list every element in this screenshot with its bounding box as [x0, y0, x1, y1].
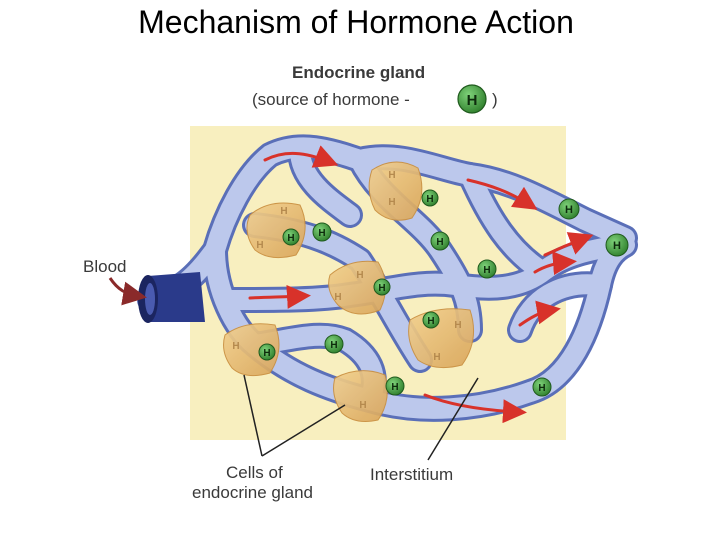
flow-arrow: [248, 284, 311, 309]
hormone-icon: H: [282, 228, 300, 246]
svg-text:H: H: [287, 233, 294, 244]
hormone-mark: H: [388, 197, 395, 208]
hormone-mark: H: [454, 320, 461, 331]
hormone-icon: H: [532, 377, 552, 397]
gland-cell: [333, 370, 388, 422]
svg-text:H: H: [565, 204, 573, 216]
interstitium-label: Interstitium: [370, 465, 453, 484]
svg-text:H: H: [436, 237, 443, 248]
leader-lines: [243, 374, 479, 461]
svg-text:H: H: [538, 383, 545, 394]
hormone-icon: H: [421, 189, 439, 207]
cells-label-line2: endocrine gland: [192, 483, 313, 502]
hormone-icon: H: [385, 376, 405, 396]
hormone-mark: H: [256, 240, 263, 251]
artery-inlet: [138, 272, 205, 323]
svg-text:H: H: [330, 340, 337, 351]
gland-label: Endocrine gland: [292, 63, 425, 82]
svg-text:H: H: [613, 240, 621, 252]
gland-cell: [408, 308, 475, 369]
flow-arrow: [466, 178, 538, 210]
svg-text:H: H: [467, 92, 478, 109]
flow-arrow: [533, 251, 577, 276]
slide-title: Mechanism of Hormone Action: [138, 4, 574, 40]
hormone-mark: H: [232, 341, 239, 352]
hormone-mark: H: [356, 270, 363, 281]
hormone-icon: H: [258, 343, 276, 361]
flow-arrow: [423, 393, 527, 424]
svg-text:H: H: [391, 382, 398, 393]
flow-arrow: [518, 300, 561, 327]
svg-text:H: H: [426, 194, 433, 205]
gland-cell: [328, 260, 386, 315]
hormone-mark: H: [334, 292, 341, 303]
gland-cell: [368, 161, 423, 221]
hormone-icon: H: [430, 231, 450, 251]
hormone-mark: H: [433, 352, 440, 363]
svg-text:H: H: [318, 228, 325, 239]
blood-pointer-arrow: [108, 277, 147, 306]
blood-label: Blood: [83, 257, 126, 276]
flow-arrow: [263, 145, 339, 168]
svg-text:H: H: [427, 316, 434, 327]
hormone-icon: H: [312, 222, 332, 242]
hormone-icon: H: [558, 198, 580, 220]
hormone-icon: H: [605, 233, 629, 257]
gland-cell: [223, 323, 280, 377]
svg-text:H: H: [263, 348, 270, 359]
hormone-mark: H: [359, 400, 366, 411]
svg-text:H: H: [483, 265, 490, 276]
hormone-mark: H: [280, 206, 287, 217]
hormone-mark: H: [388, 170, 395, 181]
hormone-icon: H: [477, 259, 497, 279]
blood-flow-arrows: [248, 145, 594, 424]
source-label: (source of hormone -: [252, 90, 410, 109]
svg-text:H: H: [378, 283, 385, 294]
legend-hormone-icon: H: [457, 84, 487, 114]
hormone-icon: H: [373, 278, 391, 296]
cells-label-line1: Cells of: [226, 463, 283, 482]
flow-arrow: [543, 232, 594, 257]
intracellular-hormones: H H H H H H H H H H: [232, 170, 461, 411]
hormone-icon: H: [422, 311, 440, 329]
source-label-close: ): [492, 90, 498, 109]
hormone-icon: H: [324, 334, 344, 354]
hormone-molecules: H H H H H H H H H H H H H: [258, 189, 629, 397]
